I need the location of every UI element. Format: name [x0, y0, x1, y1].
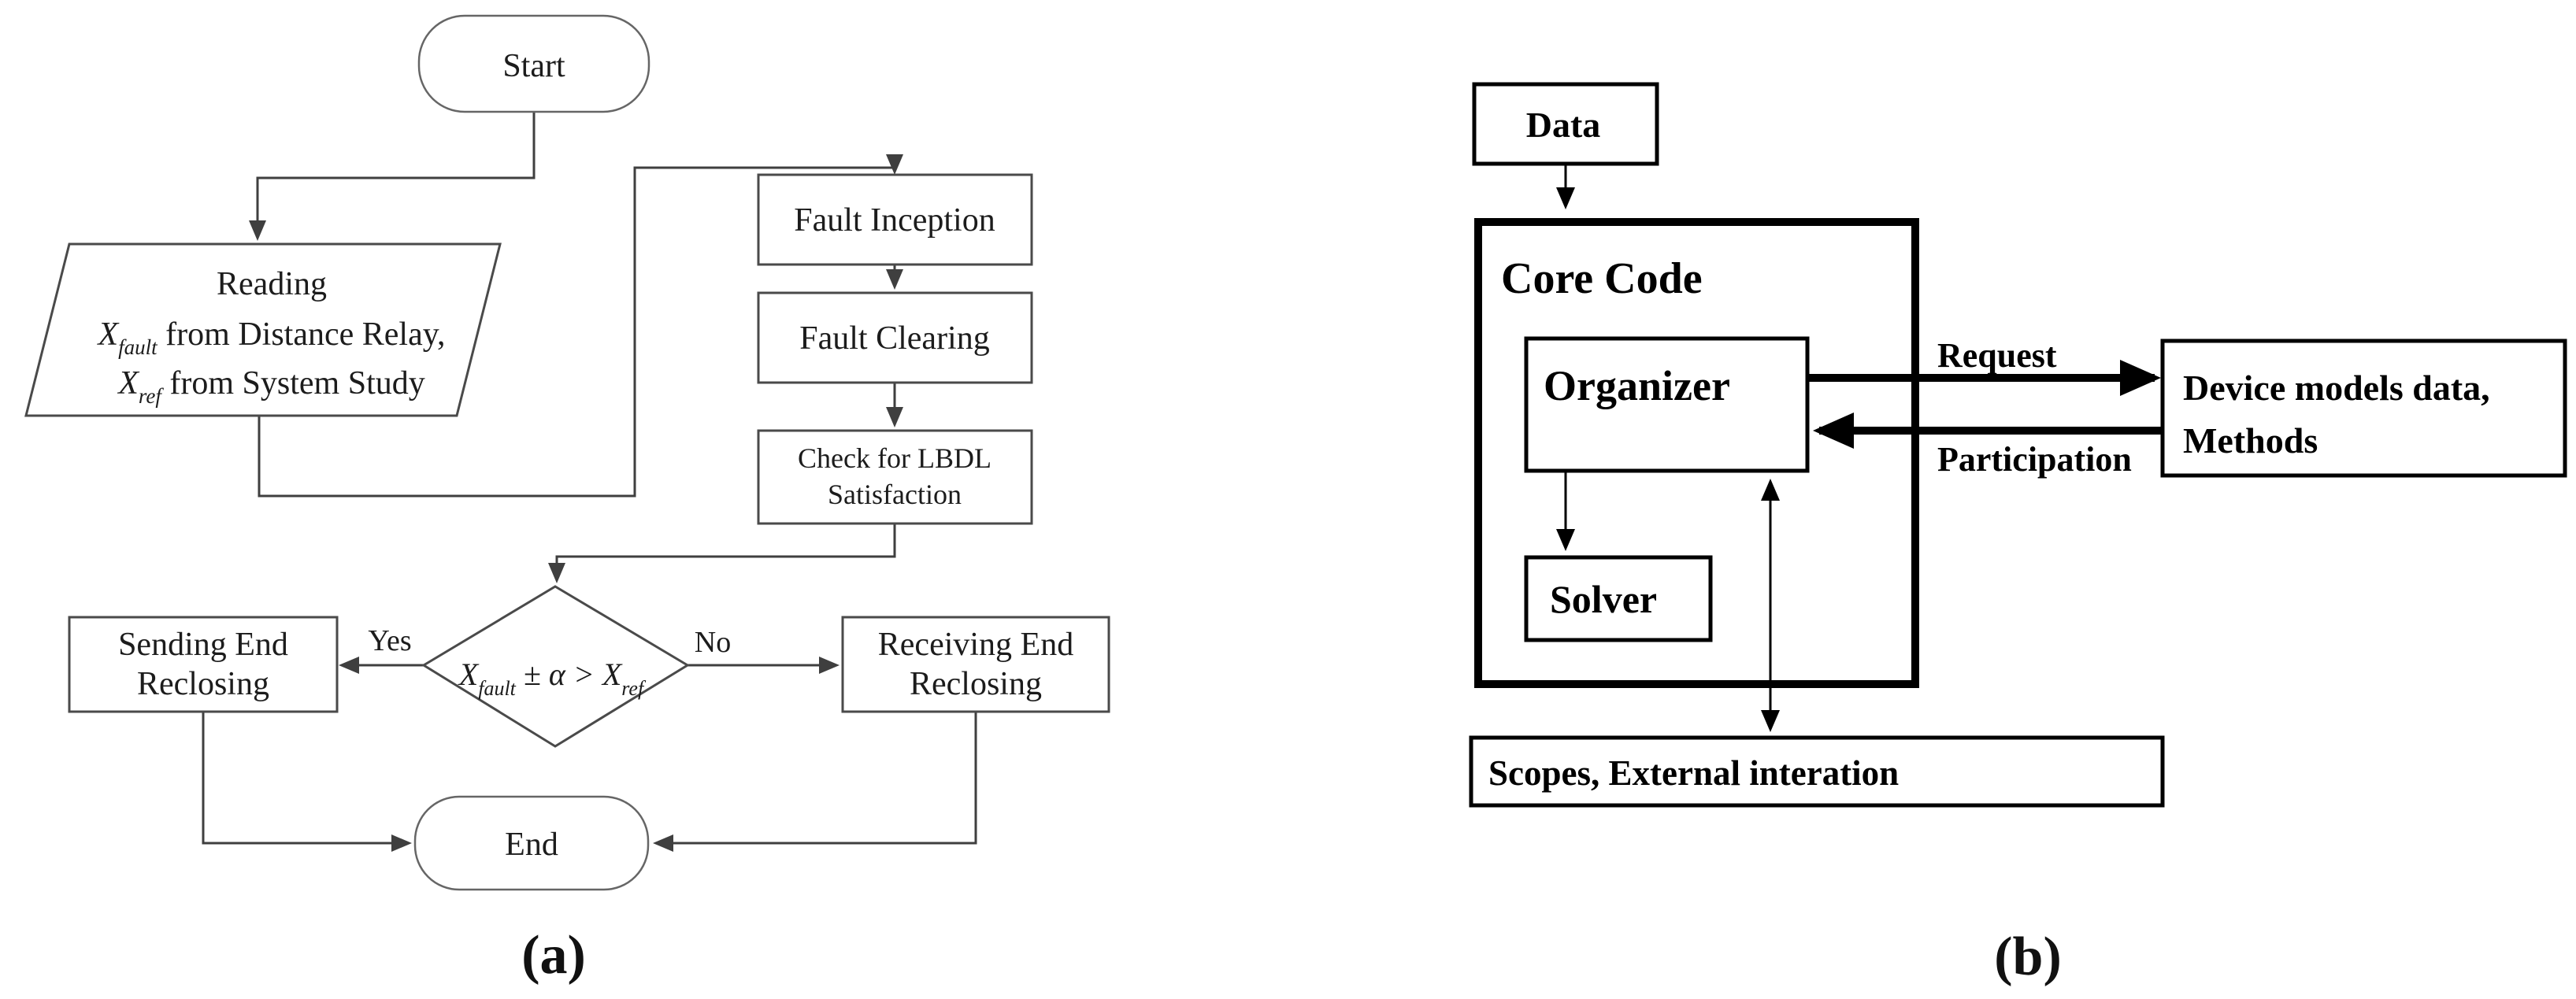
- reading-r2: from System Study: [161, 365, 425, 401]
- start-label: Start: [502, 48, 565, 84]
- device-models-line2: Methods: [2183, 420, 2318, 461]
- reading-parallelogram: [24, 242, 502, 417]
- diagram-b: Data Core Code Organizer Solver Request …: [1469, 82, 2567, 987]
- connector-sending-to-end: [202, 712, 412, 852]
- diagram-a: Start Reading Xfault from Distance Relay…: [24, 14, 1110, 986]
- receiving-end-line1: Receiving End: [878, 627, 1073, 663]
- sending-end-line1: Sending End: [118, 627, 288, 663]
- receiving-end-box: [841, 616, 1110, 713]
- device-models-line1: Device models data,: [2183, 368, 2490, 408]
- decision-label: Xfault ± α > Xref: [458, 657, 647, 700]
- receiving-end-line2: Reclosing: [910, 666, 1042, 702]
- fault-clearing-label: Fault Clearing: [799, 320, 989, 357]
- solver-box: [1524, 555, 1713, 642]
- scopes-label: Scopes, External interation: [1488, 753, 1899, 793]
- decision-x1: X: [458, 657, 480, 692]
- no-label: No: [695, 626, 731, 659]
- data-label: Data: [1526, 105, 1601, 145]
- connector-start-to-reading: [249, 113, 536, 241]
- organizer-box: [1524, 336, 1810, 473]
- connector-reading-to-fault-inception: [258, 154, 903, 498]
- reading-line3: Xref from System Study: [117, 365, 425, 408]
- end-label: End: [505, 827, 558, 863]
- decision-diamond: [421, 585, 690, 748]
- fault-inception-box: [757, 173, 1033, 266]
- end-terminator: [413, 795, 650, 891]
- organizer-label: Organizer: [1544, 362, 1730, 409]
- reading-x1: X: [97, 316, 120, 353]
- yes-label: Yes: [368, 624, 411, 657]
- connector-receiving-to-end: [653, 712, 977, 852]
- core-code-label: Core Code: [1501, 254, 1703, 303]
- lbdl-check-line2: Satisfaction: [828, 479, 962, 510]
- sending-end-line2: Reclosing: [137, 666, 269, 702]
- device-models-box: [2160, 339, 2567, 478]
- connector-check-to-decision: [548, 524, 896, 583]
- fault-inception-label: Fault Inception: [794, 202, 995, 239]
- reading-x2-sub: ref: [139, 384, 164, 408]
- decision-mid: ± α > X: [516, 657, 623, 692]
- reading-x2: X: [117, 365, 140, 401]
- reading-line1: Reading: [217, 266, 327, 302]
- data-box: [1472, 82, 1659, 166]
- reading-line2: Xfault from Distance Relay,: [97, 316, 446, 359]
- caption-b: (b): [1994, 927, 2062, 987]
- solver-label: Solver: [1550, 577, 1657, 621]
- reading-x1-sub: fault: [118, 335, 158, 359]
- reading-r1: from Distance Relay,: [158, 316, 446, 353]
- fault-clearing-box: [757, 291, 1033, 384]
- participation-label: Participation: [1937, 440, 2132, 479]
- lbdl-check-line1: Check for LBDL: [798, 442, 991, 474]
- lbdl-check-box: [757, 429, 1033, 525]
- decision-x1-sub: fault: [478, 677, 516, 700]
- caption-a: (a): [521, 925, 586, 986]
- sending-end-box: [68, 616, 339, 713]
- start-terminator: [417, 14, 650, 113]
- request-label: Request: [1937, 336, 2057, 375]
- scopes-box: [1469, 735, 2165, 808]
- decision-x2-sub: ref: [621, 677, 647, 700]
